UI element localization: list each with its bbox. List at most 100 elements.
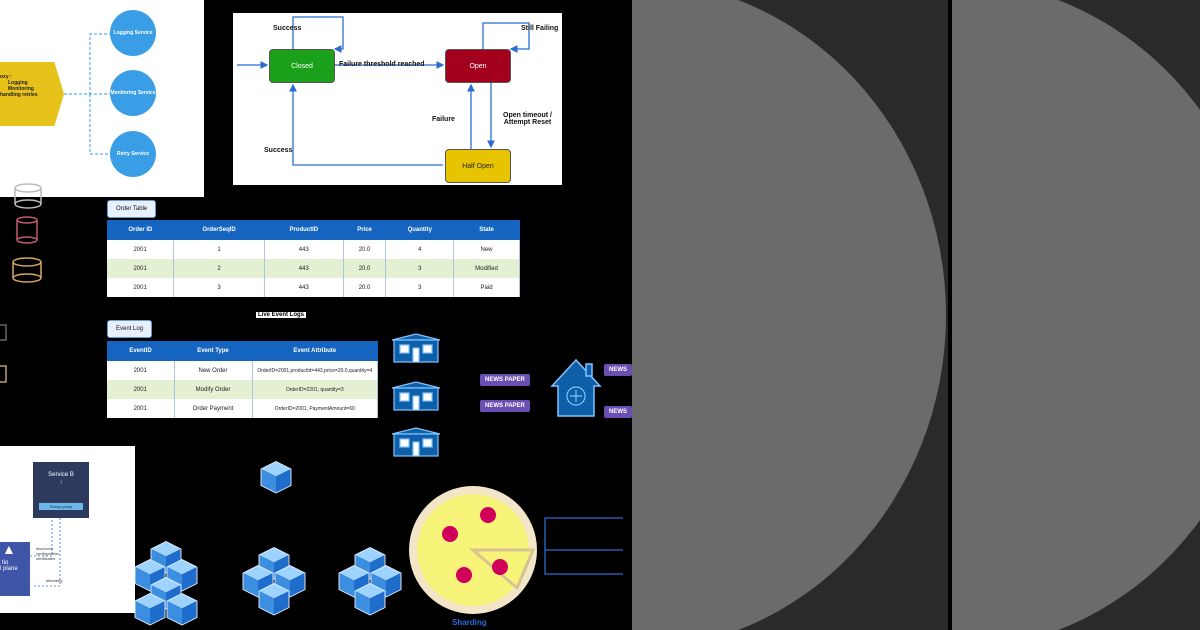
- service-b-label: Service B: [48, 472, 74, 478]
- retry-panel: oxy : Logging Monitoring handling retrie…: [0, 0, 204, 197]
- table-cell: 3: [173, 278, 265, 297]
- table-cell: 20.0: [343, 240, 387, 259]
- service-b-arrow: ↕: [59, 480, 63, 486]
- table-row: 2001 1 443 20.0 4 New: [107, 240, 520, 259]
- table-cell: OrderID=2001,productId=443,price=20.0,qu…: [252, 361, 378, 380]
- db-icon-2: [16, 216, 38, 244]
- news-badge-cut-1: NEWS: [604, 364, 632, 376]
- label-open-timeout: Open timeout / Attempt Reset: [503, 112, 552, 126]
- db-icon-1: [14, 183, 42, 209]
- label-failure: Failure: [432, 116, 455, 123]
- table-cell: Paid: [453, 278, 520, 297]
- control-plane-box: ▲ tio l plane: [0, 542, 30, 596]
- event-log-tab[interactable]: Event Log: [107, 320, 153, 338]
- db-icon-5: [0, 365, 7, 383]
- mesh-connectors: [30, 518, 61, 587]
- event-col-id: EventID: [107, 341, 174, 361]
- retry-connectors: [64, 33, 110, 155]
- table-cell: 2001: [107, 399, 175, 418]
- house-icon-1: [391, 333, 441, 363]
- table-cell: Order Payment: [174, 399, 253, 418]
- distributor-house-icon: [550, 358, 602, 417]
- state-closed: Closed: [269, 49, 335, 83]
- table-cell: 4: [385, 240, 455, 259]
- table-cell: Modified: [453, 259, 520, 278]
- table-cell: New Order: [174, 361, 253, 380]
- table-cell: 2: [173, 259, 265, 278]
- table-cell: 443: [264, 259, 344, 278]
- logging-service: Logging Service: [110, 10, 156, 56]
- table-cell: 2001: [107, 278, 175, 297]
- table-row: 2001 Modify Order OrderID=2201, quantity…: [107, 380, 378, 399]
- mesh-telemetry-text: telemetry: [46, 578, 63, 583]
- event-col-attribute: Event Attribute: [252, 341, 378, 361]
- control-plane-logo: ▲: [2, 541, 16, 557]
- order-table-tab[interactable]: Order Table: [107, 200, 157, 218]
- circuit-breaker-arrows: [237, 16, 530, 166]
- news-badge-cut-2: NEWS: [604, 406, 632, 418]
- table-cell: OrderID=2001, PaymentAmount=60: [252, 399, 378, 418]
- cube-cluster-1-icon: [134, 541, 198, 626]
- decorative-arc-2: [952, 0, 1200, 630]
- db-icon-3: [12, 257, 42, 283]
- control-plane-label-1: tio: [2, 560, 9, 566]
- house-icon-2: [391, 381, 441, 411]
- control-plane-label-2: l plane: [0, 566, 18, 572]
- subscriber-houses: [391, 333, 441, 457]
- table-cell: 2001: [107, 361, 175, 380]
- table-cell: 3: [385, 259, 455, 278]
- order-col-state: State: [453, 220, 520, 240]
- table-cell: 2001: [107, 380, 175, 399]
- news-paper-badge-2: NEWS PAPER: [480, 400, 530, 412]
- order-col-price: Price: [343, 220, 386, 240]
- decorative-arc-1: [632, 0, 946, 630]
- label-threshold: Failure threshold reached: [339, 61, 425, 68]
- label-still-failing: Still Failing: [521, 25, 559, 32]
- state-open: Open: [445, 49, 511, 83]
- sharding-pizza-icon: [409, 486, 623, 614]
- house-icon-3: [391, 427, 441, 457]
- table-cell: 20.0: [343, 278, 387, 297]
- proxy-box-text: oxy : Logging Monitoring handling retrie…: [0, 74, 38, 98]
- table-row: 2001 Order Payment OrderID=2001, Payment…: [107, 399, 378, 418]
- table-cell: 2001: [107, 240, 175, 259]
- cube-cluster-2-icon: [242, 547, 306, 616]
- table-cell: OrderID=2201, quantity=3: [252, 380, 378, 399]
- order-col-seq-id: OrderSeqID: [173, 220, 265, 240]
- table-cell: 443: [264, 240, 344, 259]
- event-col-type: Event Type: [174, 341, 252, 361]
- database-cylinders: [0, 183, 42, 383]
- monitoring-service: Monitoring Service: [110, 70, 156, 116]
- cube-cluster-3-icon: [338, 547, 402, 616]
- label-success-top: Success: [273, 25, 302, 32]
- state-half-open: Half Open: [445, 149, 511, 183]
- table-cell: 20.0: [343, 259, 387, 278]
- sharding-label: Sharding: [452, 618, 487, 627]
- table-cell: 3: [385, 278, 455, 297]
- label-success-bottom: Success: [264, 147, 293, 154]
- mesh-discovery-text: discovery configuration certificates: [36, 546, 59, 561]
- event-log-title: Live Event Logs: [256, 312, 307, 318]
- right-pane-1: [632, 0, 948, 630]
- table-cell: New: [453, 240, 520, 259]
- order-col-product-id: ProductID: [264, 220, 344, 240]
- table-row: 2001 New Order OrderID=2001,productId=44…: [107, 361, 378, 380]
- table-row: 2001 3 443 20.0 3 Paid: [107, 278, 520, 297]
- service-mesh-panel: Service B ↕ Envoy proxy discovery config…: [0, 446, 135, 613]
- order-col-quantity: Quantity: [385, 220, 454, 240]
- event-log-table: EventID Event Type Event Attribute 2001 …: [107, 341, 378, 418]
- table-cell: 2001: [107, 259, 175, 278]
- right-pane-2: [952, 0, 1200, 630]
- single-cube-icon: [260, 461, 292, 494]
- table-cell: 1: [173, 240, 265, 259]
- order-col-order-id: Order ID: [107, 220, 174, 240]
- table-row: 2001 2 443 20.0 3 Modified: [107, 259, 520, 278]
- order-table: Order ID OrderSeqID ProductID Price Quan…: [107, 220, 520, 297]
- proxy-box: [0, 62, 64, 126]
- envoy-proxy: Envoy proxy: [39, 503, 83, 510]
- table-cell: Modify Order: [174, 380, 253, 399]
- news-paper-badge-1: NEWS PAPER: [480, 374, 530, 386]
- service-b-box: Service B ↕ Envoy proxy: [33, 462, 89, 518]
- cube-clusters: [134, 461, 402, 626]
- table-cell: 443: [264, 278, 344, 297]
